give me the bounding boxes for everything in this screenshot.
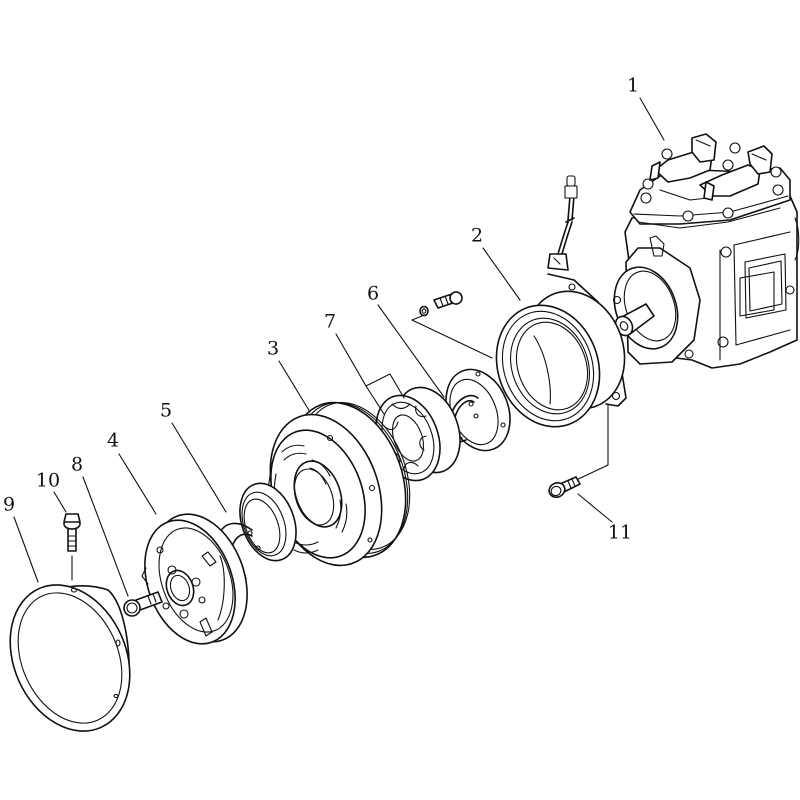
callout-3: 3 xyxy=(266,337,280,360)
callout-8: 8 xyxy=(70,453,84,476)
bolt-and-washer xyxy=(411,291,493,359)
pulley-rotor-3 xyxy=(267,401,411,567)
bolt-8 xyxy=(123,591,163,617)
field-coil xyxy=(495,175,627,428)
compressor-body xyxy=(612,133,800,369)
cover-9 xyxy=(9,584,131,732)
callout-4: 4 xyxy=(106,429,120,452)
callout-7: 7 xyxy=(323,310,337,333)
callout-2: 2 xyxy=(470,224,484,247)
callout-11: 11 xyxy=(607,521,633,544)
bolt-10 xyxy=(63,513,81,581)
callout-9: 9 xyxy=(2,493,16,516)
armature-hub-4 xyxy=(141,513,248,645)
callout-1: 1 xyxy=(626,74,640,97)
callout-6: 6 xyxy=(366,282,380,305)
callout-5: 5 xyxy=(159,399,173,422)
leader-lines xyxy=(13,97,665,597)
bolt-11 xyxy=(548,403,609,498)
callout-10: 10 xyxy=(35,469,61,492)
